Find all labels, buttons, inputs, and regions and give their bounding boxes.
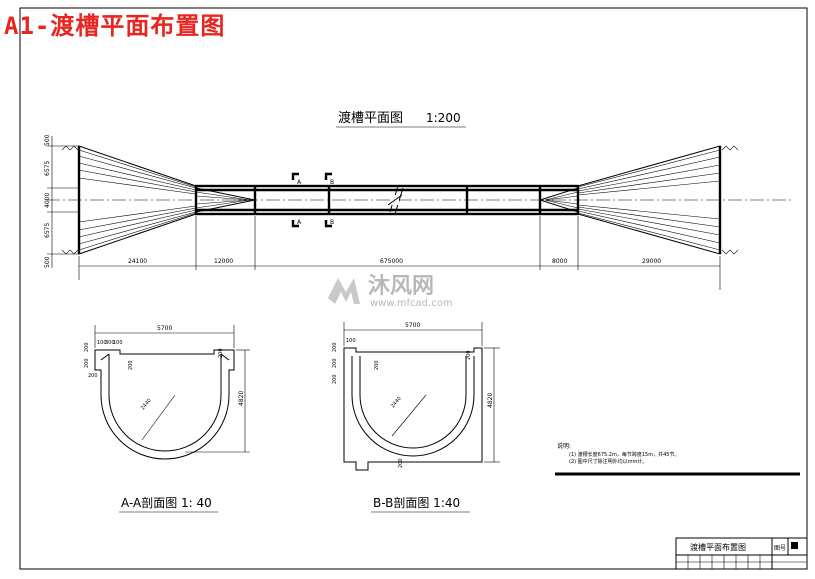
section-cut-marks: A B A B <box>291 172 334 228</box>
right-outlet-transition <box>538 145 739 255</box>
notes-line-2: (2) 图中尺寸除注明外均以mm计。 <box>569 458 647 465</box>
notes-line-1: (1) 渡槽长度675.2m，每节跨度15m，共45节。 <box>569 451 679 458</box>
section-b-inner <box>351 356 475 457</box>
watermark-text: 沐风网 <box>368 274 434 299</box>
drawing-frame <box>19 7 808 570</box>
drawing-name: 渡槽平面布置图 <box>690 542 746 552</box>
section-b-dim-extra: 200 <box>466 350 472 360</box>
sheet-label: 图号 <box>774 545 786 552</box>
dim-left-6575-bottom: 6575 <box>44 223 51 238</box>
section-b-dim-left-1: 200 <box>332 342 338 352</box>
dim-left-500-bottom: 500 <box>44 256 51 268</box>
section-mark-b-bottom: B <box>330 219 334 226</box>
section-b-width: 5700 <box>405 322 420 329</box>
section-a-dim-left-1: 200 <box>84 342 90 352</box>
notes-heading: 说明: <box>557 442 571 450</box>
dim-24100: 24100 <box>128 258 147 265</box>
plan-bottom-dimensions: 24100 12000 675000 8000 29000 <box>78 216 721 290</box>
title-block: 渡槽平面布置图 图号 <box>675 537 808 570</box>
notes: 说明: (1) 渡槽长度675.2m，每节跨度15m，共45节。 (2) 图中尺… <box>555 442 800 476</box>
section-b-outer <box>343 347 483 471</box>
watermark-url: www.mfcad.com <box>370 298 453 309</box>
left-inlet-transition <box>61 145 256 255</box>
section-a-width: 5700 <box>157 325 172 332</box>
section-b-dim-left-3: 200 <box>332 374 338 384</box>
section-a-dim-left-3: 200 <box>88 373 98 379</box>
section-a-radius: 2440 <box>140 398 153 412</box>
section-mark-b-top: B <box>330 179 334 186</box>
section-a-title: A-A剖面图 1: 40 <box>121 496 212 510</box>
section-a-outer <box>94 349 235 460</box>
dim-29000: 29000 <box>642 258 661 265</box>
section-a-dim-top-3: 100 <box>113 340 123 346</box>
section-a-dim-right: 200 <box>218 348 224 358</box>
section-a: 5700 100 300 100 200 200 200 200 200 244… <box>84 325 250 513</box>
section-b-dim-left-2: 200 <box>332 358 338 368</box>
watermark: 沐风网 www.mfcad.com <box>328 274 453 309</box>
dim-left-500-top: 500 <box>44 134 51 146</box>
dim-left-6575-top: 6575 <box>44 161 51 176</box>
dim-675000: 675000 <box>380 258 403 265</box>
plan-view: 渡槽平面图 1:200 <box>44 110 792 290</box>
watermark-logo-icon <box>328 278 360 304</box>
section-a-dim-left-2: 200 <box>84 358 90 368</box>
section-b-dim-top: 100 <box>346 338 356 344</box>
section-mark-a-bottom: A <box>297 219 302 226</box>
section-a-dim-inner: 200 <box>128 360 134 370</box>
dim-12000: 12000 <box>214 258 233 265</box>
dim-left-4000: 4000 <box>44 193 51 208</box>
plan-scale: 1:200 <box>426 111 461 125</box>
section-a-inner <box>108 354 222 452</box>
section-a-dim-top-1: 100 <box>97 340 107 346</box>
section-b-radius: 2440 <box>390 396 403 410</box>
sheet-number-box <box>791 542 798 549</box>
section-b-dim-inner: 200 <box>374 360 380 370</box>
section-a-dim-top-2: 300 <box>105 340 115 346</box>
dim-8000: 8000 <box>552 258 567 265</box>
section-b-dim-bottom: 200 <box>398 458 404 468</box>
section-mark-a-top: A <box>297 179 302 186</box>
section-b: 5700 100 200 200 200 200 200 200 2440 48… <box>332 322 500 513</box>
plan-title: 渡槽平面图 <box>338 110 403 126</box>
section-a-height: 4820 <box>238 391 245 406</box>
section-b-title: B-B剖面图 1:40 <box>373 496 460 510</box>
page-title: A1-渡槽平面布置图 <box>4 12 226 40</box>
section-b-height: 4820 <box>487 393 494 408</box>
plan-left-dimensions: 500 6575 4000 6575 500 <box>44 134 79 268</box>
